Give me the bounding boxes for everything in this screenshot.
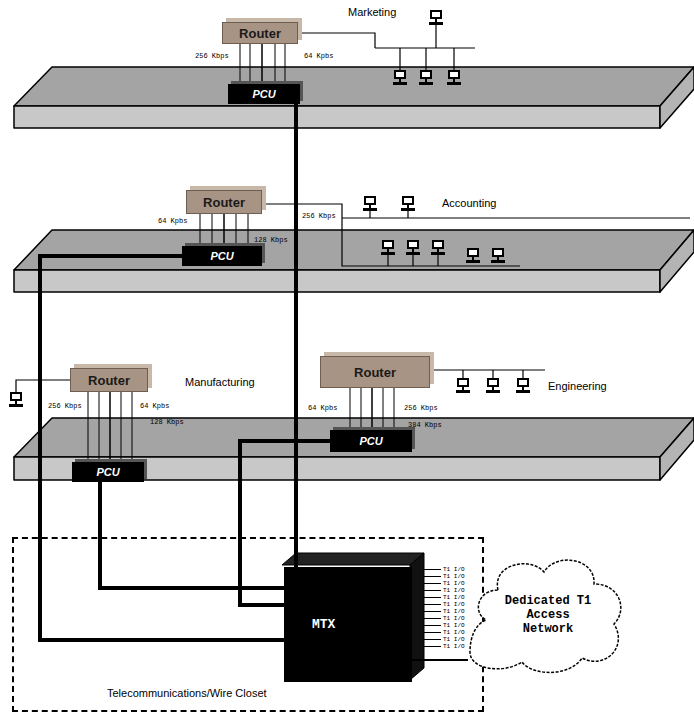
closet-label: Telecommunications/Wire Closet	[107, 687, 267, 699]
trunk-cable	[100, 482, 284, 588]
pcu-box: PCU	[182, 246, 262, 266]
floor-slabs	[14, 67, 694, 480]
pcu-box: PCU	[228, 84, 300, 104]
department-label: Accounting	[442, 197, 496, 209]
link-line	[412, 659, 468, 661]
port-label: T1 I/O	[443, 608, 465, 615]
port-label: T1 I/O	[443, 587, 465, 594]
department-label: Marketing	[348, 6, 396, 18]
node-label: PCU	[252, 88, 275, 100]
port-label: T1 I/O	[443, 594, 465, 601]
t1-lines	[424, 570, 441, 647]
router-box: Router	[222, 22, 298, 44]
wire-closet: Telecommunications/Wire Closet MTX	[12, 537, 484, 712]
port-label: T1 I/O	[443, 566, 465, 573]
link-line	[223, 214, 225, 246]
node-label: Router	[239, 26, 281, 41]
node-label: PCU	[210, 250, 233, 262]
pcu-box: PCU	[330, 430, 412, 452]
department-label: Engineering	[548, 380, 607, 392]
router-box: Router	[320, 356, 430, 388]
node-label: Router	[354, 365, 396, 380]
bandwidth-label: 64 Kpbs	[140, 402, 169, 410]
node-label: Dedicated T1 Access Network	[498, 594, 598, 636]
port-label: T1 I/O	[443, 580, 465, 587]
computers	[9, 10, 530, 407]
port-label: T1 I/O	[443, 573, 465, 580]
bandwidth-label: 256 Kbps	[404, 404, 438, 412]
trunk-cable	[294, 104, 298, 567]
bandwidth-label: 64 Kpbs	[158, 217, 187, 225]
bandwidth-label: 384 Kbps	[408, 421, 442, 429]
port-label: T1 I/O	[443, 601, 465, 608]
lan-cables	[16, 24, 690, 392]
bandwidth-label: 64 Kpbs	[308, 404, 337, 412]
bandwidth-label: 64 Kpbs	[304, 52, 333, 60]
node-label: PCU	[359, 435, 382, 447]
link-line	[109, 392, 111, 462]
bandwidth-label: 256 Kbps	[48, 402, 82, 410]
bandwidth-label: 256 Kbps	[302, 212, 336, 220]
network-cloud: Dedicated T1 Access Network	[468, 552, 628, 677]
bandwidth-label: 256 Kbps	[195, 52, 229, 60]
mtx-box: MTX	[284, 567, 412, 682]
port-label: T1 I/O	[443, 636, 465, 643]
router-pcu-lines	[88, 44, 394, 462]
trunk-cable	[40, 256, 284, 640]
node-label: MTX	[312, 617, 335, 632]
department-label: Manufacturing	[185, 376, 255, 388]
port-label: T1 I/O	[443, 629, 465, 636]
port-label: T1 I/O	[443, 643, 465, 650]
pcu-box: PCU	[72, 462, 144, 482]
node-label: PCU	[96, 466, 119, 478]
node-label: Router	[203, 195, 245, 210]
bandwidth-label: 128 Kbps	[150, 418, 184, 426]
router-box: Router	[70, 368, 148, 392]
router-box: Router	[186, 190, 262, 214]
node-label: Router	[88, 373, 130, 388]
bandwidth-label: 128 Kbps	[254, 236, 288, 244]
port-label: T1 I/O	[443, 622, 465, 629]
link-line	[261, 44, 263, 84]
link-line	[371, 388, 373, 430]
port-label: T1 I/O	[443, 615, 465, 622]
